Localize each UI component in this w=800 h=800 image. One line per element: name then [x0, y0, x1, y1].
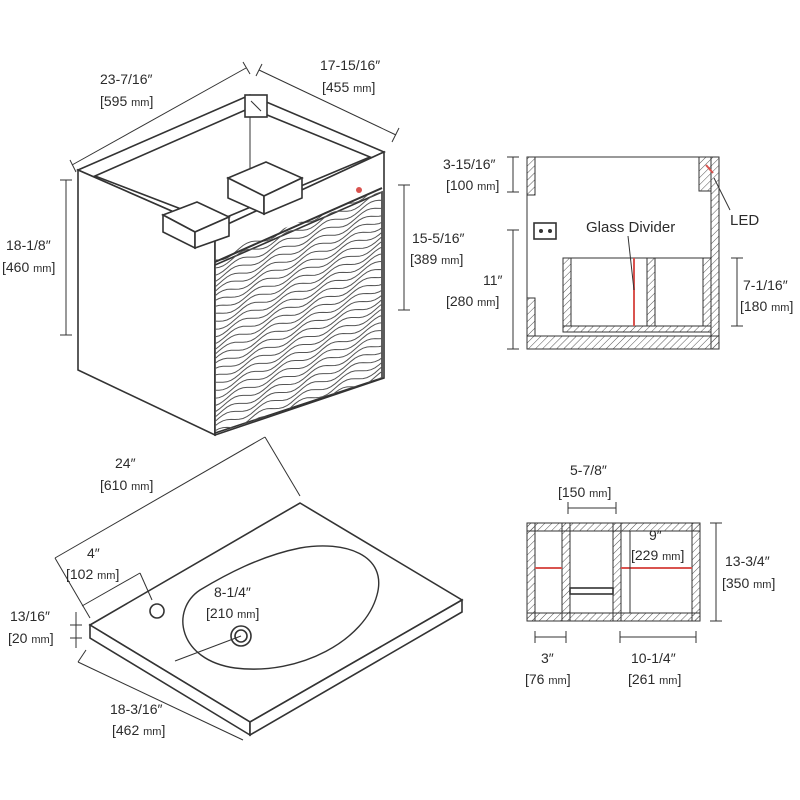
dim-section-lower-mm: [280 mm]: [446, 293, 499, 309]
countertop-side-edge: [249, 598, 463, 737]
countertop-view: 24″ [610 mm] 4″ [102 mm] 13/16″ [20 mm] …: [8, 436, 464, 741]
dim-top-thick-mm: [20 mm]: [8, 630, 54, 646]
dim-top-width-mm: [610 mm]: [100, 477, 153, 493]
plan-view: 5-7/8″ [150 mm] 9″ [229 mm] 13-3/4″ [350…: [525, 462, 775, 687]
dim-top-depth-in: 18-3/16″: [110, 701, 162, 717]
dim-plan-right-in: 10-1/4″: [631, 650, 676, 666]
wave-line: [215, 298, 382, 369]
dim-top-thick-in: 13/16″: [10, 608, 50, 624]
dim-section-top-in: 3-15/16″: [443, 156, 495, 172]
section-view: Glass Divider LED 3-15/16″ [100 mm] 11″ …: [443, 156, 793, 350]
dim-section-drawer-mm: [180 mm]: [740, 298, 793, 314]
dim-plan-inner-mm: [229 mm]: [631, 547, 684, 563]
wave-line: [215, 308, 382, 383]
dim-hole-offset-mm: [102 mm]: [66, 566, 119, 582]
dim-cabinet-width-in: 23-7/16″: [100, 71, 152, 87]
dim-cabinet-width-mm: [595 mm]: [100, 93, 153, 109]
led-strip: [705, 164, 714, 174]
dim-plan-inner-in: 9″: [649, 527, 662, 543]
dim-line-depth: [258, 69, 397, 136]
wave-line: [215, 268, 382, 345]
wave-line: [215, 235, 382, 307]
dim-cabinet-height-in: 18-1/8″: [6, 237, 51, 253]
dim-section-lower-in: 11″: [483, 272, 503, 288]
wave-line: [215, 240, 382, 314]
wave-line: [215, 338, 382, 413]
wave-line: [215, 283, 382, 355]
dim-line-width: [71, 67, 247, 166]
wave-line: [215, 246, 382, 322]
dim-cabinet-height-mm: [460 mm]: [2, 259, 55, 275]
dim-plan-left-in: 3″: [541, 650, 554, 666]
wave-line: [215, 191, 382, 269]
dim-drawer-height-mm: [389 mm]: [410, 251, 463, 267]
wave-line: [215, 215, 382, 288]
dim-plan-depth-in: 13-3/4″: [725, 553, 770, 569]
dim-drain-mm: [210 mm]: [206, 605, 259, 621]
dim-plan-gap-in: 5-7/8″: [570, 462, 607, 478]
dim-plan-depth-mm: [350 mm]: [722, 575, 775, 591]
dim-top-width-in: 24″: [115, 455, 136, 471]
wave-line: [215, 221, 382, 292]
wave-line: [215, 345, 382, 418]
dim-plan-right-mm: [261 mm]: [628, 671, 681, 687]
dim-cabinet-depth-in: 17-15/16″: [320, 57, 380, 73]
wave-line: [215, 356, 382, 427]
label-led: LED: [730, 212, 759, 229]
dim-top-depth-mm: [462 mm]: [112, 722, 165, 738]
faucet-hole: [149, 603, 165, 619]
wave-line: [215, 302, 382, 376]
cabinet-3d-view: 23-7/16″ [595 mm] 17-15/16″ [455 mm] 18-…: [2, 57, 464, 437]
dim-drawer-height-in: 15-5/16″: [412, 230, 464, 246]
wave-line: [215, 322, 382, 399]
dim-plan-left-mm: [76 mm]: [525, 671, 571, 687]
wave-line: [215, 261, 382, 338]
dim-cabinet-depth-mm: [455 mm]: [322, 79, 375, 95]
wave-line: [215, 253, 382, 330]
dim-hole-offset-in: 4″: [87, 545, 100, 561]
wave-line: [215, 199, 382, 276]
wave-line: [215, 231, 382, 302]
wave-line: [215, 293, 382, 364]
label-glass-divider: Glass Divider: [586, 219, 675, 236]
wave-line: [215, 351, 382, 422]
wave-line: [215, 207, 382, 283]
wave-line: [215, 330, 382, 407]
led-marker: [356, 187, 362, 193]
wave-line: [215, 226, 382, 297]
dim-drain-in: 8-1/4″: [214, 584, 251, 600]
dim-section-top-mm: [100 mm]: [446, 177, 499, 193]
dim-plan-gap-mm: [150 mm]: [558, 484, 611, 500]
wave-line: [215, 276, 382, 350]
dim-section-drawer-in: 7-1/16″: [743, 277, 788, 293]
wave-line: [215, 289, 382, 359]
wave-line: [215, 314, 382, 391]
